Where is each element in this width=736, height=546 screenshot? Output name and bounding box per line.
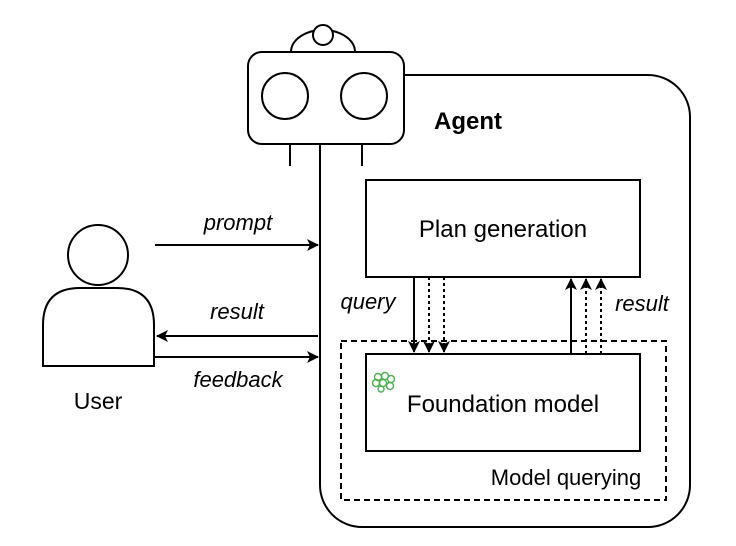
- user-label: User: [74, 388, 123, 414]
- model-querying-region: [340, 340, 667, 501]
- plan-generation-label: Plan generation: [419, 216, 587, 243]
- foundation-model-box: [365, 353, 641, 452]
- result-to-plan-label: result: [615, 291, 670, 316]
- model-querying-label: Model querying: [491, 465, 641, 490]
- feedback-label: feedback: [193, 367, 283, 392]
- user-icon: [42, 224, 155, 367]
- plan-generation-box: [365, 179, 641, 278]
- foundation-model-label: Foundation model: [407, 391, 599, 418]
- brain-icon: [371, 371, 396, 393]
- prompt-label: prompt: [203, 210, 273, 235]
- robot-icon: [247, 24, 405, 166]
- agent-title: Agent: [434, 108, 502, 135]
- query-label: query: [340, 289, 397, 314]
- result-to-user-label: result: [210, 299, 265, 324]
